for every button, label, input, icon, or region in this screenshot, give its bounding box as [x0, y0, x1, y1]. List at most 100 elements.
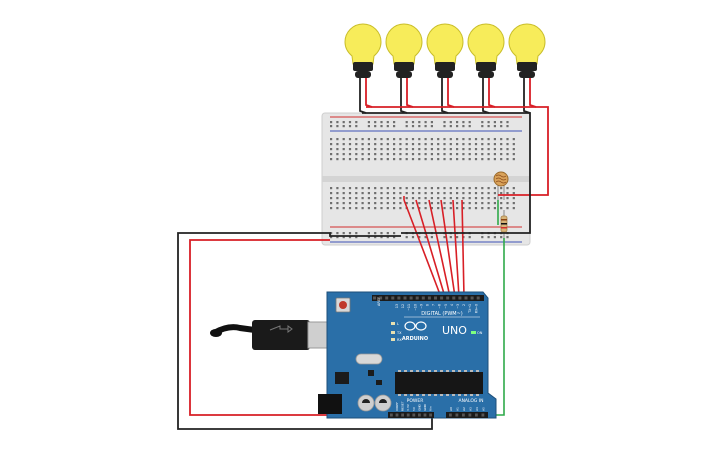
bulb-base — [476, 62, 496, 71]
breadboard-hole — [348, 192, 352, 195]
breadboard-hole — [336, 236, 339, 239]
breadboard-hole — [405, 148, 408, 151]
breadboard-hole — [443, 202, 446, 205]
breadboard-hole — [506, 125, 509, 128]
breadboard-hole — [418, 202, 421, 205]
breadboard-hole — [330, 153, 333, 156]
bulb-socket — [437, 71, 453, 78]
breadboard-hole — [430, 143, 433, 146]
breadboard-hole — [374, 158, 377, 161]
breadboard-hole — [386, 236, 389, 239]
header-pin — [449, 413, 452, 417]
breadboard-hole — [449, 197, 452, 200]
breadboard-hole — [512, 138, 515, 141]
breadboard — [321, 112, 531, 246]
breadboard-hole — [342, 236, 345, 239]
breadboard-hole — [487, 192, 490, 195]
breadboard-hole — [405, 197, 408, 200]
breadboard-hole — [437, 148, 440, 151]
breadboard-hole — [481, 121, 484, 124]
breadboard-holes — [330, 121, 515, 239]
breadboard-hole — [449, 236, 452, 239]
breadboard-hole — [493, 148, 496, 151]
breadboard-hole — [411, 138, 415, 141]
breadboard-hole — [411, 158, 415, 161]
l-label: L — [397, 322, 399, 326]
digital-wire — [452, 199, 460, 298]
bulb-red-lead — [447, 78, 455, 108]
breadboard-hole — [443, 187, 446, 190]
breadboard-hole — [355, 148, 358, 151]
breadboard-hole — [468, 153, 471, 156]
chip-pin — [398, 370, 401, 372]
resistor-band-1 — [501, 219, 507, 221]
breadboard-hole — [487, 207, 490, 210]
breadboard-hole — [506, 143, 509, 146]
breadboard-hole — [493, 202, 496, 205]
breadboard-hole — [348, 138, 352, 141]
breadboard-hole — [361, 143, 364, 146]
breadboard-hole — [443, 158, 446, 161]
breadboard-hole — [374, 197, 377, 200]
breadboard-hole — [487, 236, 490, 239]
breadboard-hole — [380, 197, 383, 200]
digital-pin-label: 13 — [395, 304, 399, 308]
breadboard-hole — [500, 187, 503, 190]
breadboard-hole — [424, 148, 427, 151]
breadboard-hole — [393, 192, 396, 195]
digital-wire — [428, 199, 451, 298]
breadboard-hole — [512, 187, 515, 190]
light-bulb-icon — [344, 23, 382, 78]
breadboard-hole — [468, 192, 471, 195]
header-pin — [475, 413, 478, 417]
breadboard-hole — [367, 207, 370, 210]
breadboard-hole — [424, 187, 427, 190]
breadboard-hole — [430, 138, 433, 141]
bulb-socket — [396, 71, 412, 78]
breadboard-hole — [456, 148, 459, 151]
ground-wire — [177, 232, 433, 430]
breadboard-hole — [481, 197, 484, 200]
breadboard-hole — [493, 207, 496, 210]
analog-pin-label: A0 — [449, 407, 453, 411]
breadboard-hole — [449, 158, 452, 161]
breadboard-hole — [449, 138, 452, 141]
breadboard-hole — [456, 153, 459, 156]
atmega-chip-icon — [395, 372, 483, 394]
breadboard-hole — [411, 192, 415, 195]
digital-pin-label: 7 — [432, 304, 436, 306]
breadboard-hole — [468, 207, 471, 210]
breadboard-hole — [355, 143, 358, 146]
breadboard-hole — [330, 207, 333, 210]
breadboard-hole — [449, 125, 452, 128]
breadboard-hole — [512, 143, 515, 146]
breadboard-hole — [355, 187, 358, 190]
bulb-glass — [385, 23, 423, 65]
breadboard-hole — [443, 138, 446, 141]
breadboard-hole — [512, 153, 515, 156]
breadboard-hole — [462, 197, 465, 200]
breadboard-hole — [506, 138, 509, 141]
breadboard-hole — [481, 236, 484, 239]
breadboard-hole — [456, 125, 459, 128]
digital-pin-label: 12 — [401, 304, 405, 308]
breadboard-hole — [493, 121, 496, 124]
breadboard-hole — [348, 236, 352, 239]
breadboard-hole — [424, 121, 427, 124]
breadboard-hole — [418, 192, 421, 195]
breadboard-hole — [462, 158, 465, 161]
tx-led — [391, 331, 395, 334]
breadboard-hole — [481, 187, 484, 190]
bulb-glass — [426, 23, 464, 65]
breadboard-hole — [474, 192, 478, 195]
breadboard-hole — [493, 153, 496, 156]
header-pin — [458, 296, 462, 300]
breadboard-hole — [393, 236, 396, 239]
power-pin-label: GND — [423, 403, 427, 411]
bulb-socket — [478, 71, 494, 78]
breadboard-hole — [393, 202, 396, 205]
breadboard-hole — [468, 138, 471, 141]
breadboard-hole — [355, 192, 358, 195]
breadboard-hole — [393, 158, 396, 161]
breadboard-hole — [456, 202, 459, 205]
